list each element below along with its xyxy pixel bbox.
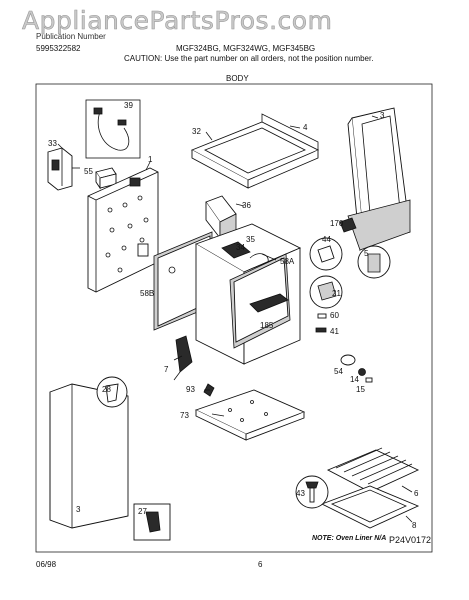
part-4-top-frame[interactable] bbox=[190, 113, 320, 189]
part-33-bracket[interactable] bbox=[47, 147, 80, 191]
footer-note: NOTE: Oven Liner N/A bbox=[312, 535, 387, 542]
publication-number: 5995322582 bbox=[36, 44, 81, 53]
part-28-bracket-inset[interactable] bbox=[96, 376, 128, 408]
callout-185: 185 bbox=[260, 321, 274, 330]
part-15-bolt[interactable] bbox=[365, 377, 373, 383]
callout-93: 93 bbox=[186, 385, 195, 394]
callout-36: 36 bbox=[242, 201, 251, 210]
part-14-nut[interactable] bbox=[358, 368, 366, 376]
model-list: MGF324BG, MGF324WG, MGF345BG bbox=[176, 44, 316, 53]
callout-33: 33 bbox=[48, 139, 57, 148]
callout-7: 7 bbox=[164, 365, 169, 374]
publication-label: Publication Number bbox=[36, 32, 106, 41]
part-6-oven-rack[interactable] bbox=[326, 447, 420, 493]
callout-41: 41 bbox=[330, 327, 339, 336]
part-54-bushing[interactable] bbox=[340, 354, 356, 366]
part-73-broiler-pan[interactable] bbox=[194, 389, 306, 441]
callout-39: 39 bbox=[124, 101, 133, 110]
part-43-screw-inset[interactable] bbox=[295, 475, 329, 509]
leader-lines bbox=[57, 115, 413, 523]
part-8-oven-liner[interactable] bbox=[320, 485, 420, 529]
callout-5: 5 bbox=[364, 249, 369, 258]
part-27-clip-inset[interactable] bbox=[133, 503, 171, 541]
part-39-wire-harness[interactable] bbox=[85, 99, 141, 159]
callout-8: 8 bbox=[412, 521, 417, 530]
callout-60: 60 bbox=[330, 311, 339, 320]
part-36-vent-duct[interactable] bbox=[205, 195, 237, 240]
callout-28: 28 bbox=[102, 385, 111, 394]
callout-34: 34 bbox=[236, 243, 245, 252]
callout-27: 27 bbox=[138, 507, 147, 516]
figure-code: P24V0172 bbox=[389, 535, 432, 545]
callout-44: 44 bbox=[322, 235, 331, 244]
callout-58b: 58B bbox=[140, 289, 154, 298]
callout-15: 15 bbox=[356, 385, 365, 394]
part-3-rear-panel[interactable] bbox=[347, 107, 411, 252]
section-title: BODY bbox=[226, 74, 249, 83]
part-21-block-inset[interactable] bbox=[309, 275, 343, 309]
callout-3b: 3 bbox=[76, 505, 81, 514]
part-41-screw[interactable] bbox=[315, 327, 327, 333]
callout-32: 32 bbox=[192, 127, 201, 136]
part-44-knob-inset[interactable] bbox=[309, 237, 343, 271]
part-185-burner[interactable] bbox=[249, 293, 289, 313]
callout-4: 4 bbox=[303, 123, 308, 132]
callout-6: 6 bbox=[414, 489, 419, 498]
callout-54: 54 bbox=[334, 367, 343, 376]
part-60-screw[interactable] bbox=[317, 313, 327, 319]
callout-170: 170 bbox=[330, 219, 344, 228]
caution-note: CAUTION: Use the part number on all orde… bbox=[124, 54, 374, 63]
part-170-hinge[interactable] bbox=[339, 217, 357, 233]
part-5-spring-inset[interactable] bbox=[357, 245, 391, 279]
callout-21: 21 bbox=[332, 289, 341, 298]
callout-35: 35 bbox=[246, 235, 255, 244]
callout-43: 43 bbox=[296, 489, 305, 498]
diagram-frame bbox=[35, 83, 433, 553]
part-1-side-panel[interactable] bbox=[87, 167, 159, 293]
callout-1: 1 bbox=[148, 155, 153, 164]
callout-labels: 39 33 1 55 32 4 3 36 170 35 34 44 5 58A … bbox=[48, 101, 419, 530]
callout-14: 14 bbox=[350, 375, 359, 384]
footer-date: 06/98 bbox=[36, 560, 57, 569]
callout-3a: 3 bbox=[380, 111, 385, 120]
part-55-block[interactable] bbox=[95, 167, 117, 190]
page-number: 6 bbox=[258, 560, 263, 569]
part-7-bracket[interactable] bbox=[173, 335, 193, 381]
callout-58a: 58A bbox=[280, 257, 295, 266]
callout-55: 55 bbox=[84, 167, 93, 176]
watermark-text: AppliancePartsPros.com bbox=[22, 6, 333, 36]
part-3-side-panel-left[interactable] bbox=[49, 383, 129, 529]
callout-73: 73 bbox=[180, 411, 189, 420]
